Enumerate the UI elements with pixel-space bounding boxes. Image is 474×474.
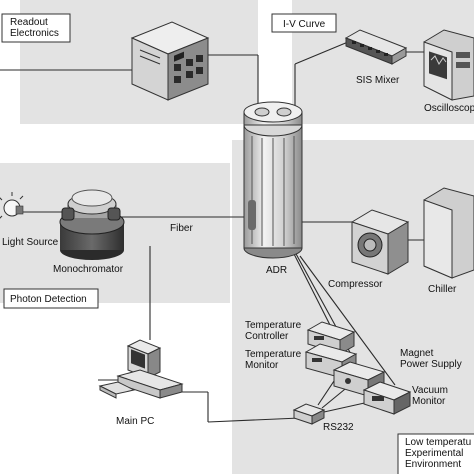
sis-mixer-label: SIS Mixer [356,75,400,86]
monochromator-label: Monochromator [53,264,124,275]
iv-curve-label-box: I-V Curve [271,13,337,33]
chiller-label: Chiller [428,284,457,295]
low-temp-label-line: Environment [405,459,461,470]
magnet-power-supply-label-line: Magnet [400,348,434,359]
magnet-power-supply-label-line: Power Supply [400,359,462,370]
temperature-monitor-label-line: Temperature [245,349,302,360]
oscilloscope-label: Oscilloscop [424,103,474,114]
temperature-controller-label-line: Controller [245,331,289,342]
low-temp-label-line: Experimental [405,448,463,459]
readout-label-line: Readout [10,17,48,28]
photon-detection-label: Photon Detection [10,294,87,305]
photon-detection-label-box: Photon Detection [3,288,99,309]
rs232-hub-icon [292,403,326,425]
connection-lines [0,41,425,423]
compressor-label: Compressor [328,279,383,290]
iv-curve-label: I-V Curve [283,19,326,30]
temperature-monitor-label-line: Monitor [245,360,279,371]
compressor-icon [350,209,410,275]
oscilloscope-icon [423,29,474,101]
vacuum-monitor-icon [362,381,412,415]
rs232-label: RS232 [323,422,354,433]
fiber-label: Fiber [170,223,193,234]
readout-label-line: Electronics [10,28,59,39]
monochromator-icon [59,189,125,260]
light-bulb-icon [0,192,24,219]
adr-cryostat-icon [243,101,303,259]
sis-mixer-icon [344,29,408,65]
main-pc-label: Main PC [116,416,154,427]
low-temp-label-line: Low temperatu [405,437,471,448]
main-pc-icon [98,339,184,399]
temperature-controller-label-line: Temperature [245,320,302,331]
vacuum-monitor-label-line: Vacuum [412,385,448,396]
adr-label: ADR [266,265,287,276]
light-source-label: Light Source [2,237,59,248]
vacuum-monitor-label-line: Monitor [412,396,446,407]
chiller-icon [423,187,474,279]
readout-rack-icon [130,21,210,101]
